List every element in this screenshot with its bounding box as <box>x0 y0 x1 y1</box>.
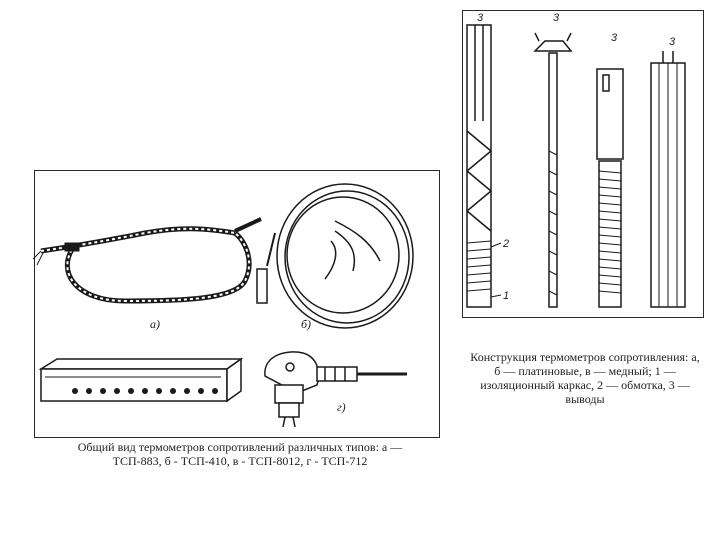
thermometer-types-panel: а) б) <box>32 170 440 438</box>
callout-3-b: 3 <box>553 12 560 24</box>
callout-3-a: 3 <box>477 12 484 24</box>
thermometer-construction-panel: 3 2 1 3 <box>462 10 704 318</box>
construction-c-drawing <box>596 68 624 308</box>
thermometer-d-drawing <box>264 351 407 428</box>
label-b: б) <box>301 317 311 331</box>
thermometer-a-drawing <box>32 217 262 304</box>
construction-a-drawing <box>465 24 502 308</box>
construction-d-drawing <box>650 51 686 308</box>
label-d: г) <box>337 400 346 414</box>
label-a: а) <box>150 317 160 331</box>
construction-b-drawing <box>533 32 573 308</box>
callout-3-d: 3 <box>669 36 676 48</box>
thermometer-types-caption: Общий вид термометров сопротивлений разл… <box>77 440 403 468</box>
callout-2: 2 <box>502 238 509 250</box>
thermometer-types-drawing: а) б) <box>32 183 414 428</box>
thermometer-b-drawing <box>256 183 414 329</box>
callout-1: 1 <box>503 290 509 302</box>
callout-3-c: 3 <box>611 32 618 44</box>
thermometer-c-drawing <box>38 357 244 403</box>
thermometer-construction-drawing: 3 2 1 3 <box>465 12 686 308</box>
thermometer-construction-caption: Конструкция термометров сопротивления: а… <box>470 350 700 406</box>
